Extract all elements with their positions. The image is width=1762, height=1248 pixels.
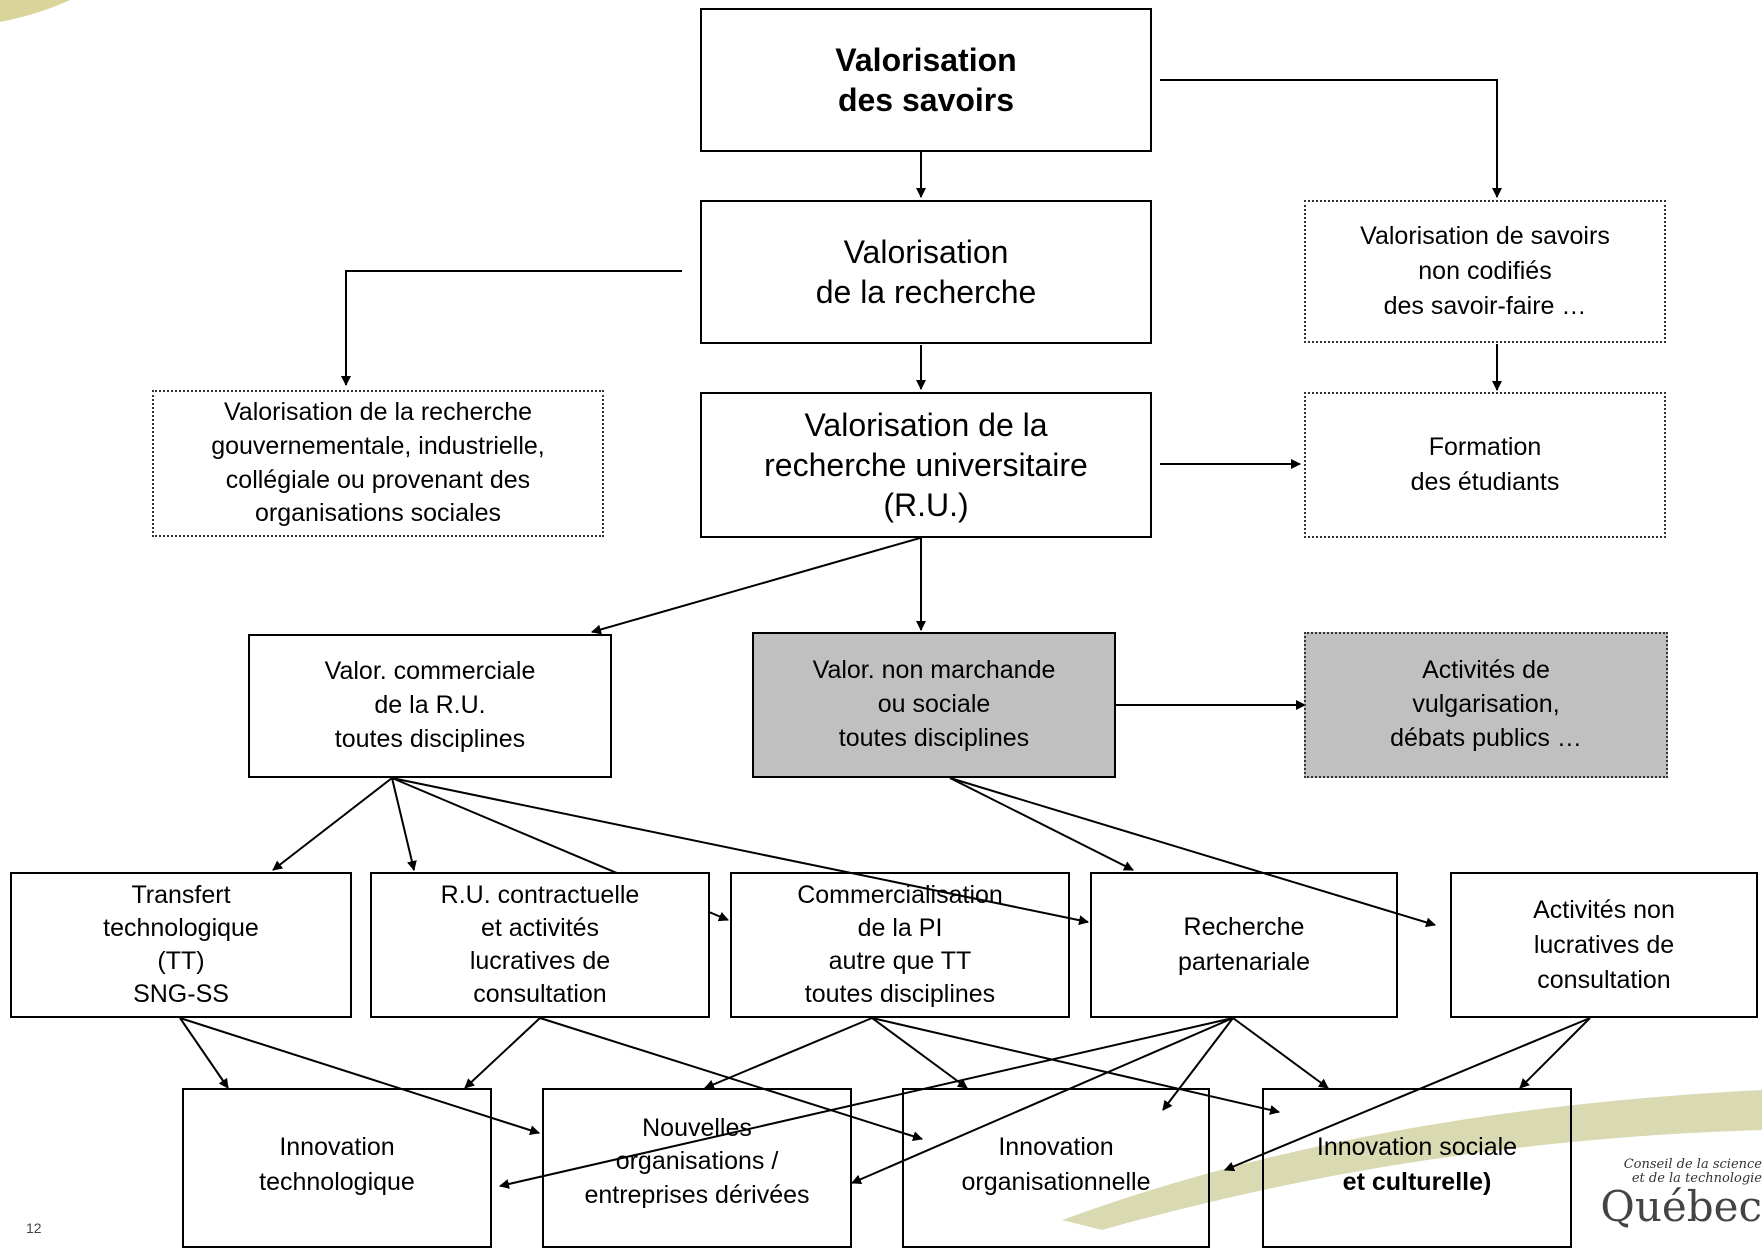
arrow-partenariale-to-innovtech xyxy=(499,1017,1234,1189)
node-recherche-partenariale: Recherche partenariale xyxy=(1090,872,1398,1018)
arrow-contractuelle-to-innovorg xyxy=(539,1017,923,1142)
node-nouvelles-organisations: Nouvelles organisations / entreprises dé… xyxy=(542,1088,852,1248)
arrow-transfert-to-nouvelles xyxy=(179,1017,540,1136)
node-line: Valor. non marchande xyxy=(812,656,1056,685)
node-line: toutes disciplines xyxy=(334,724,526,753)
node-line: consultation xyxy=(1537,965,1671,994)
arrow-nonmarchande-to-nonlucratives xyxy=(949,777,1436,928)
node-line: Valorisation de savoirs xyxy=(1360,222,1610,250)
node-line: (TT) xyxy=(157,947,205,975)
node-formation-des-etudiants: Formation des étudiants xyxy=(1304,392,1666,538)
node-innovation-sociale: Innovation sociale et culturelle) xyxy=(1262,1088,1572,1248)
arrow-top-to-non-codifies xyxy=(1160,79,1502,198)
node-activites-vulgarisation: Activités de vulgarisation, débats publi… xyxy=(1304,632,1668,778)
node-line: recherche universitaire xyxy=(764,447,1088,483)
node-innovation-organisationnelle: Innovation organisationnelle xyxy=(902,1088,1210,1248)
node-innovation-technologique: Innovation technologique xyxy=(182,1088,492,1248)
node-line: (R.U.) xyxy=(883,487,969,523)
arrow-commercialisation-to-innovorg xyxy=(871,1017,968,1089)
node-line: Valorisation xyxy=(843,234,1009,270)
node-line: non codifiés xyxy=(1418,257,1552,285)
arrow-univ-to-commerciale xyxy=(591,537,921,635)
arrow-commerciale-to-contractuelle xyxy=(391,777,417,871)
node-line: organisationnelle xyxy=(961,1168,1151,1196)
node-line: lucratives de xyxy=(1533,930,1675,959)
node-line: Activités de xyxy=(1422,656,1550,685)
node-line: débats publics … xyxy=(1390,723,1582,752)
node-line: Innovation xyxy=(998,1133,1114,1161)
node-line: Valorisation xyxy=(835,42,1017,78)
node-recherche-gouvernementale: Valorisation de la recherche gouvernemen… xyxy=(152,390,604,537)
arrow-nonlucratives-to-innovsociale xyxy=(1519,1017,1591,1089)
page-number: 12 xyxy=(26,1220,42,1236)
node-line: et culturelle) xyxy=(1342,1168,1492,1196)
arrow-nonlucratives-to-innovsociale-2 xyxy=(1224,1017,1591,1172)
node-line: Nouvelles xyxy=(642,1114,752,1142)
node-line: gouvernementale, industrielle, xyxy=(211,431,545,460)
arrow-commercialisation-to-innovsociale xyxy=(871,1017,1280,1115)
node-line: toutes disciplines xyxy=(804,980,996,1009)
logo-line-2: et de la technologie xyxy=(1631,1171,1762,1186)
node-line: Commercialisation xyxy=(797,880,1003,909)
arrow-commerciale-to-transfert xyxy=(272,777,393,871)
node-line: des savoir-faire … xyxy=(1383,292,1587,320)
node-line: SNG-SS xyxy=(133,980,229,1009)
node-line: ou sociale xyxy=(877,690,991,719)
logo-line-1: Conseil de la science xyxy=(1623,1157,1762,1172)
node-line: consultation xyxy=(473,980,607,1009)
arrow-partenariale-to-innovsociale xyxy=(1232,1017,1329,1089)
node-line: Valorisation de la recherche xyxy=(223,398,533,426)
arrow-transfert-to-innovtech xyxy=(179,1017,229,1089)
node-recherche-universitaire: Valorisation de la recherche universitai… xyxy=(700,392,1152,538)
node-ru-contractuelle: R.U. contractuelle et activités lucrativ… xyxy=(370,872,710,1018)
node-line: Recherche xyxy=(1183,913,1305,941)
node-line: Valor. commerciale xyxy=(324,657,536,686)
node-line: toutes disciplines xyxy=(838,723,1030,752)
node-valorisation-de-la-recherche: Valorisation de la recherche xyxy=(700,200,1152,344)
node-line: Activités non xyxy=(1533,895,1675,924)
logo-name: Québec xyxy=(1600,1182,1762,1231)
arrow-contractuelle-to-innovtech xyxy=(464,1017,541,1089)
arrow-commercialisation-to-nouvelles xyxy=(704,1017,873,1090)
node-transfert-technologique: Transfert technologique (TT) SNG-SS xyxy=(10,872,352,1018)
node-line: Formation xyxy=(1428,433,1542,461)
arrow-commerciale-to-partenariale xyxy=(391,777,1089,926)
node-line: des savoirs xyxy=(837,82,1015,118)
node-line: technologique xyxy=(103,913,259,942)
node-line: Transfert xyxy=(131,880,231,909)
node-line: collégiale ou provenant des xyxy=(225,465,531,494)
quebec-logo: Conseil de la science et de la technolog… xyxy=(1562,1130,1762,1230)
node-line: Valorisation de la xyxy=(804,407,1048,443)
node-line: partenariale xyxy=(1177,948,1311,976)
arrow-partenariale-to-innovorg xyxy=(1162,1017,1234,1111)
node-line: vulgarisation, xyxy=(1412,690,1560,719)
node-valor-non-marchande: Valor. non marchande ou sociale toutes d… xyxy=(752,632,1116,778)
arrow-partenariale-to-nouvelles xyxy=(851,1017,1234,1185)
node-valorisation-des-savoirs: Valorisation des savoirs xyxy=(700,8,1152,152)
node-line: organisations sociales xyxy=(255,499,501,528)
arrow-nonmarchande-to-partenariale xyxy=(949,777,1134,871)
node-line: Innovation xyxy=(279,1133,395,1161)
node-commercialisation-pi: Commercialisation de la PI autre que TT … xyxy=(730,872,1070,1018)
node-line: Innovation sociale xyxy=(1316,1133,1518,1161)
node-line: et activités xyxy=(480,913,600,942)
node-line: autre que TT xyxy=(828,947,972,975)
node-line: lucratives de xyxy=(469,947,611,975)
node-savoirs-non-codifies: Valorisation de savoirs non codifiés des… xyxy=(1304,200,1666,343)
node-line: de la recherche xyxy=(815,274,1037,310)
node-line: entreprises dérivées xyxy=(584,1180,810,1209)
node-line: organisations / xyxy=(615,1147,779,1176)
node-line: R.U. contractuelle xyxy=(440,880,640,909)
node-valor-commerciale: Valor. commerciale de la R.U. toutes dis… xyxy=(248,634,612,778)
node-line: de la PI xyxy=(857,913,943,942)
node-line: technologique xyxy=(259,1168,415,1196)
node-line: des étudiants xyxy=(1410,468,1560,496)
arrow-recherche-to-gouv xyxy=(341,270,682,386)
node-line: de la R.U. xyxy=(374,691,486,720)
node-activites-non-lucratives: Activités non lucratives de consultation xyxy=(1450,872,1758,1018)
